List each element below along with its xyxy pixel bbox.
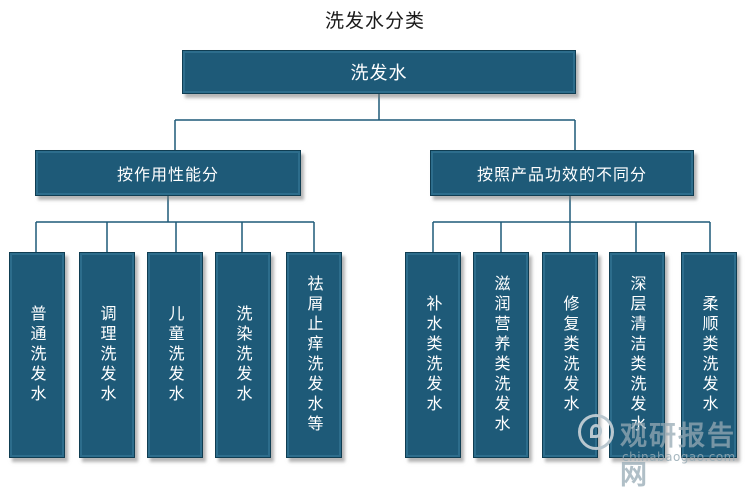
leaf-node: 洗染洗发水 [215,252,271,458]
branch-node-function: 按作用性能分 [35,150,301,196]
leaf-node: 祛屑止痒洗发水等 [286,252,342,458]
leaf-node-label: 祛屑止痒洗发水等 [304,275,324,435]
leaf-node-label: 调理洗发水 [97,305,117,405]
branch-node-label: 按作用性能分 [116,165,219,184]
leaf-node: 普通洗发水 [9,252,65,458]
leaf-node: 修复类洗发水 [542,252,598,458]
connector-right-branch [432,196,711,252]
leaf-node: 滋润营养类洗发水 [473,252,529,458]
leaf-node-label: 普通洗发水 [27,305,47,405]
connector-lines [35,94,711,252]
branch-node-efficacy: 按照产品功效的不同分 [430,150,694,196]
branch-node-label: 按照产品功效的不同分 [476,165,647,184]
root-node-label: 洗发水 [350,63,408,84]
leaf-node-label: 深层清洁类洗发水 [627,275,647,435]
leaf-node-label: 滋润营养类洗发水 [491,275,511,435]
watermark-logo-icon [578,414,614,450]
leaf-node-label: 补水类洗发水 [423,295,443,415]
leaf-node-label: 柔顺类洗发水 [699,295,719,415]
leaf-node-label: 修复类洗发水 [560,295,580,415]
leaf-node: 柔顺类洗发水 [681,252,737,458]
connector-left-branch [35,196,315,252]
root-node: 洗发水 [182,50,576,94]
watermark: 观研报告网 chinabaogao.com [578,412,748,491]
leaf-node-label: 洗染洗发水 [233,305,253,405]
leaf-node: 深层清洁类洗发水 [609,252,665,458]
leaf-node-label: 儿童洗发水 [165,305,185,405]
leaf-node: 补水类洗发水 [405,252,461,458]
diagram-title: 洗发水分类 [324,10,425,32]
leaf-node: 调理洗发水 [79,252,135,458]
watermark-sub-text: chinabaogao.com [622,450,736,464]
connector-root [174,94,576,150]
leaf-node: 儿童洗发水 [147,252,203,458]
